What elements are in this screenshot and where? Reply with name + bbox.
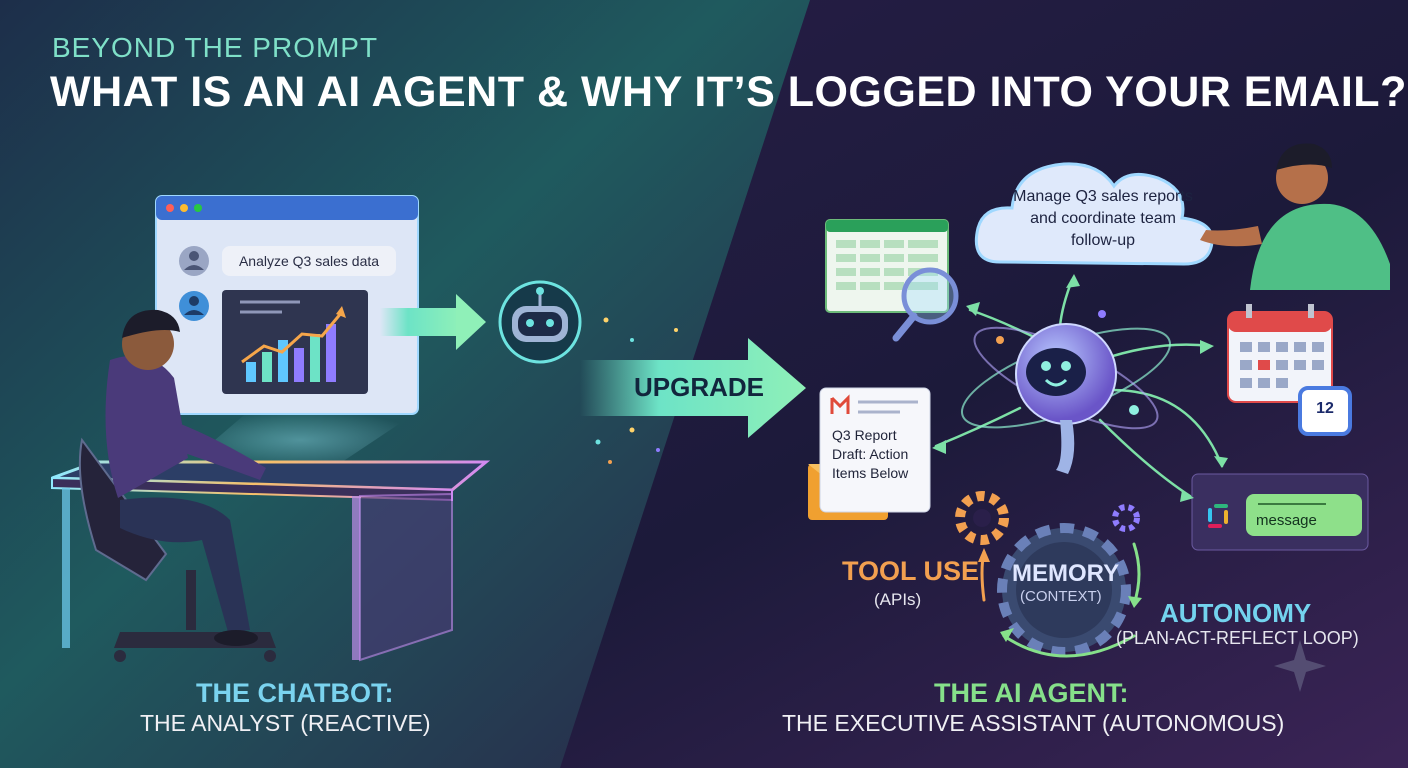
upgrade-label: UPGRADE <box>634 372 765 402</box>
kicker-text: BEYOND THE PROMPT <box>52 32 379 63</box>
analyst-figure <box>78 309 276 662</box>
slack-icon <box>1208 504 1228 528</box>
upgrade-arrow-icon <box>580 338 806 438</box>
chatbot-window <box>155 195 419 415</box>
autonomy-title: AUTONOMY <box>1160 598 1312 628</box>
goal-text: Manage Q3 sales reports and coordinate t… <box>1013 188 1193 249</box>
tool-use-title: TOOL USE <box>842 556 980 586</box>
window-close-icon <box>166 204 174 212</box>
tool-gear-icon <box>955 491 1009 545</box>
agent-robot-icon <box>960 310 1172 474</box>
calendar-app-icon <box>1298 386 1352 436</box>
desk <box>51 460 491 662</box>
executive-figure <box>1200 143 1390 290</box>
tool-use-subtitle: (APIs) <box>874 590 922 609</box>
chatbot-title: THE CHATBOT: <box>196 678 394 708</box>
calendar-day-number: 12 <box>1316 400 1334 417</box>
arrow-to-bot-icon <box>380 294 486 350</box>
small-gear-icon <box>1112 504 1140 532</box>
magnifier-icon <box>892 267 959 342</box>
window-minimize-icon <box>180 204 188 212</box>
sparkle-icon <box>1274 640 1326 692</box>
memory-gear-icon <box>997 523 1131 657</box>
agent-title: THE AI AGENT: <box>934 678 1129 708</box>
chat-message-text: message <box>1256 512 1317 529</box>
page-title: WHAT IS AN AI AGENT & WHY IT’S LOGGED IN… <box>50 68 1407 116</box>
calendar-icon <box>1227 304 1333 403</box>
slack-message-card <box>1191 473 1369 551</box>
connection-arrowheads <box>932 274 1228 502</box>
gmail-icon <box>830 394 850 414</box>
sparkle-particles <box>595 317 678 464</box>
autonomy-subtitle: (PLAN-ACT-REFLECT LOOP) <box>1116 628 1359 648</box>
memory-title: MEMORY <box>1012 560 1120 587</box>
chatbot-subtitle: THE ANALYST (REACTIVE) <box>140 710 431 736</box>
email-draft-text: Q3 Report Draft: Action Items Below <box>832 427 909 481</box>
spreadsheet-icon <box>825 219 949 313</box>
memory-subtitle: (CONTEXT) <box>1020 588 1102 605</box>
robot-icon <box>498 280 582 364</box>
window-maximize-icon <box>194 204 202 212</box>
agent-subtitle: THE EXECUTIVE ASSISTANT (AUTONOMOUS) <box>782 710 1285 736</box>
user-prompt-bubble: Analyze Q3 sales data <box>222 246 396 276</box>
email-icon <box>808 387 931 520</box>
